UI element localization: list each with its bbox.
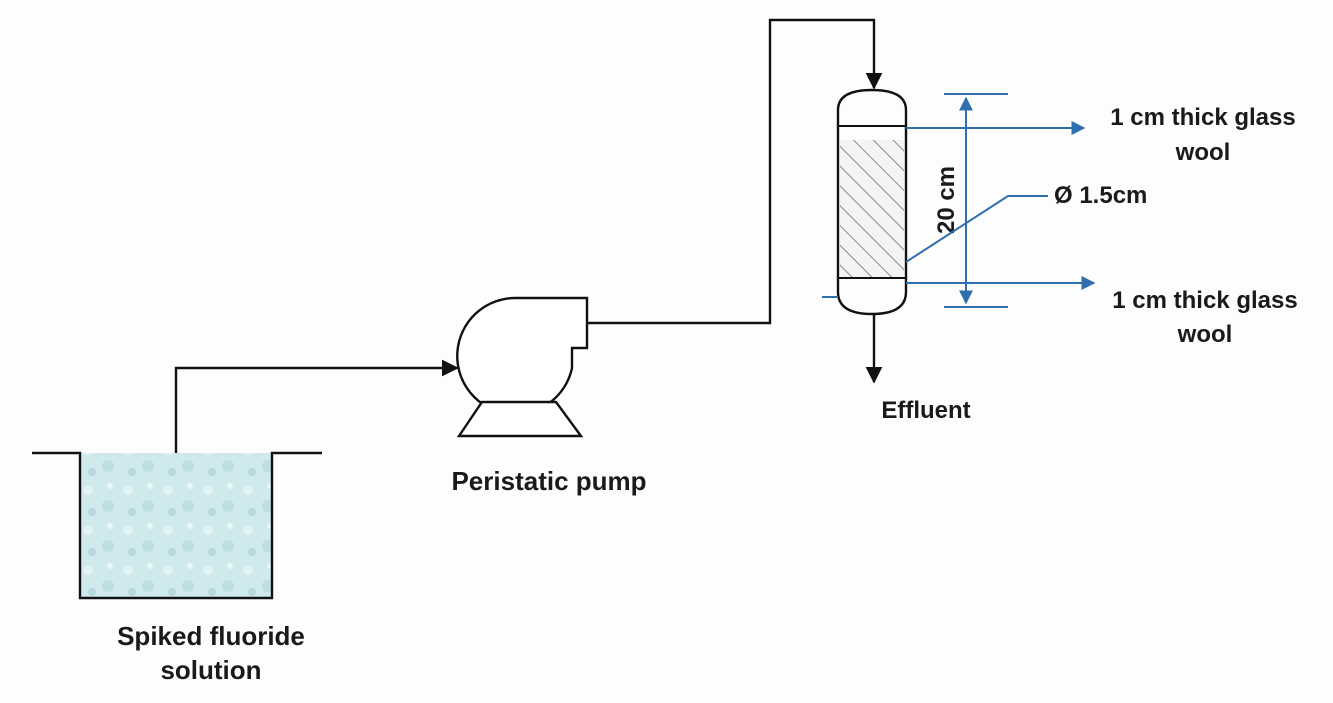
top-glass-wool-label-line2: wool [1175, 139, 1231, 166]
tank-label-line2: solution [160, 655, 261, 685]
column-body [836, 88, 908, 316]
length-dimension [944, 93, 1008, 308]
diameter-label: Ø 1.5cm [1054, 182, 1147, 209]
column-inlet-line [587, 18, 883, 325]
pump-label: Peristatic pump [451, 466, 646, 496]
feed-line [174, 359, 459, 453]
diameter-leader [905, 195, 1048, 263]
peristaltic-pump-icon [456, 296, 589, 438]
top-glass-wool-label-line1: 1 cm thick glass [1110, 104, 1295, 131]
adsorbent-packing [840, 140, 904, 278]
tank-label-line1: Spiked fluoride [117, 621, 305, 651]
solution-tank [32, 451, 322, 600]
length-label: 20 cm [933, 166, 960, 234]
pump-casing [456, 296, 589, 416]
bottom-glass-wool-label-line2: wool [1177, 321, 1233, 348]
bottom-glass-wool-label-line1: 1 cm thick glass [1112, 287, 1297, 314]
solution-fill [80, 453, 272, 598]
packed-column-icon [836, 88, 908, 316]
effluent-label: Effluent [881, 397, 970, 424]
pump-base [456, 400, 584, 438]
tank-walls [32, 451, 322, 600]
